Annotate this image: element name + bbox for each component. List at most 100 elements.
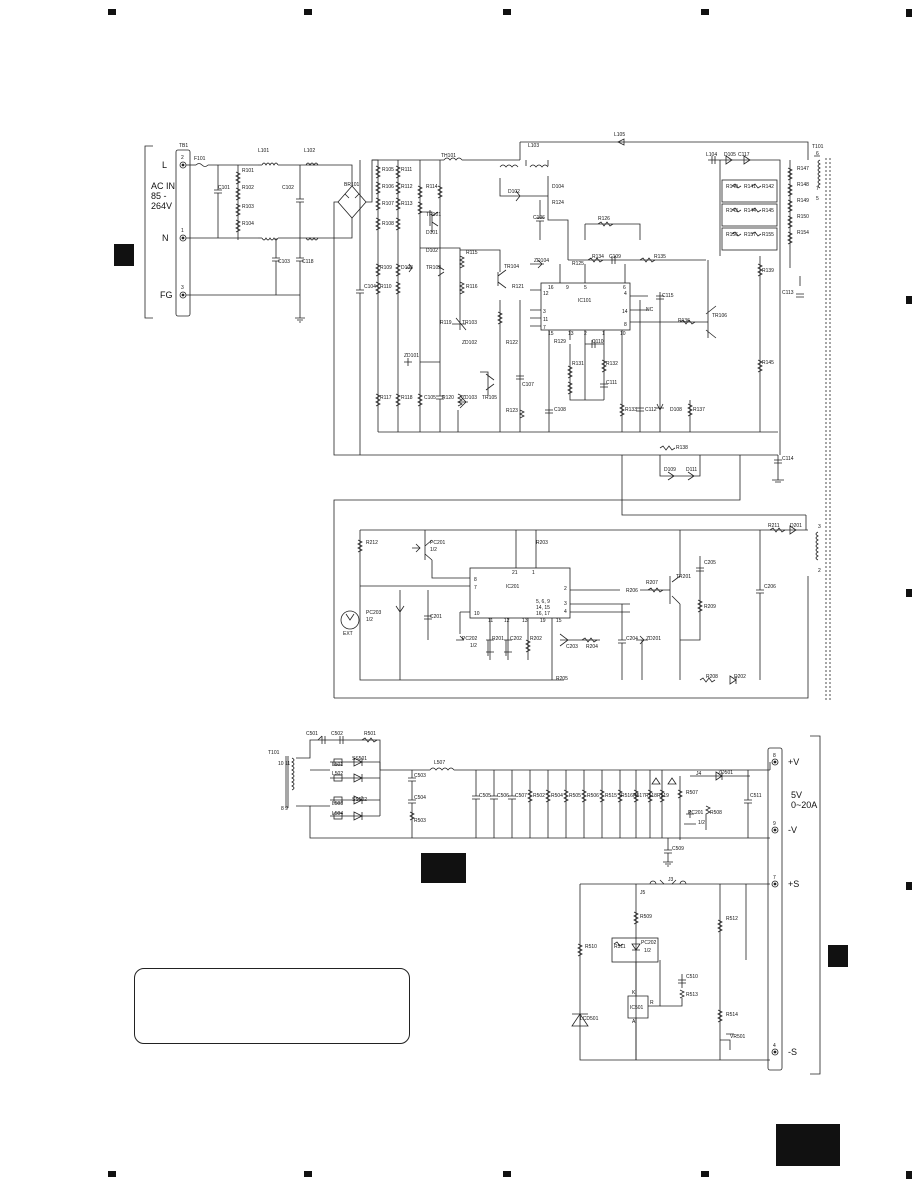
part-label: R208 (706, 674, 718, 680)
part-label: C113 (782, 290, 794, 296)
part-label: C117 (738, 152, 750, 158)
part-label: 1/2 (644, 948, 651, 954)
out-pin: 9 (773, 821, 776, 827)
part-label: R134 (592, 254, 604, 260)
part-label: R103 (242, 204, 254, 210)
transformer-label: T101 (268, 750, 280, 756)
ic101-pin: 12 (543, 291, 549, 297)
part-label: ZD201 (646, 636, 662, 642)
part-label: R203 (536, 540, 548, 546)
part-label: C118 (302, 259, 314, 265)
registration-mark (701, 1171, 709, 1177)
part-label: D108 (670, 407, 682, 413)
part-label: C505 (479, 793, 491, 799)
ic101-pin: 1 (602, 331, 605, 337)
part-label: R144 (744, 208, 756, 214)
part-label: R502 (533, 793, 545, 799)
part-label: R118 (401, 395, 413, 401)
part-label: R517 (633, 793, 645, 799)
part-label: R157 (744, 232, 756, 238)
transformer-label: T101 (812, 144, 824, 150)
ic201-pin: 2 (564, 586, 567, 592)
transformer-pin: 2 (818, 568, 821, 574)
part-label: LCD501 (580, 1016, 599, 1022)
part-label: R132 (606, 361, 618, 367)
part-label: R126 (598, 216, 610, 222)
output-label-minus-s: -S (788, 1047, 797, 1057)
part-label: R124 (552, 200, 564, 206)
part-label: SS501 (352, 756, 368, 762)
part-label: D102 (426, 248, 438, 254)
ic101-pin: 8 (624, 322, 627, 328)
part-label: TR104 (504, 264, 520, 270)
part-label: D103 (401, 265, 413, 271)
part-label: R509 (640, 914, 652, 920)
winding-label: 8 9 (281, 806, 288, 812)
registration-mark (906, 882, 912, 890)
ac-in-label: AC IN (151, 181, 176, 191)
jumper-label: J4 (696, 771, 702, 777)
part-label: 1/2 (470, 643, 477, 649)
part-label: C109 (609, 254, 621, 260)
part-label: 1/2 (698, 820, 705, 826)
part-label: R115 (466, 250, 478, 256)
part-label: R506 (587, 793, 599, 799)
ac-in-range-1: 85 - (151, 191, 167, 201)
ic201-pin: 15 (556, 618, 562, 624)
part-label: R133 (625, 407, 637, 413)
part-label: L502 (332, 771, 344, 777)
ic101-pin: 7 (543, 325, 546, 331)
ic201-pin: 21 (512, 570, 518, 576)
part-label: L507 (434, 760, 446, 766)
part-label: R511 (614, 944, 626, 950)
part-label: R121 (512, 284, 524, 290)
part-label: C115 (662, 293, 674, 299)
part-label: L105 (614, 132, 626, 138)
part-label: ZD501 (718, 770, 734, 776)
ic201-pin: 7 (474, 585, 477, 591)
part-label: C510 (686, 974, 698, 980)
ic101-pin: 11 (543, 317, 549, 323)
part-label: R201 (492, 636, 504, 642)
part-label: R110 (380, 284, 392, 290)
out-pin: 8 (773, 753, 776, 759)
part-label: R207 (646, 580, 658, 586)
part-label: R108 (382, 221, 394, 227)
part-label: SS502 (352, 797, 368, 803)
part-label: C201 (430, 614, 442, 620)
part-label: R202 (530, 636, 542, 642)
registration-mark (304, 1171, 312, 1177)
jumper-label: J3 (668, 877, 674, 883)
part-label: R205 (556, 676, 568, 682)
part-label: C104 (364, 284, 376, 290)
jumper-label: J5 (640, 890, 646, 896)
part-label: C114 (782, 456, 794, 462)
part-label: R150 (797, 214, 809, 220)
part-label: R504 (551, 793, 563, 799)
part-label: R155 (762, 232, 774, 238)
ic101-pin: 2 (584, 331, 587, 337)
part-label: C108 (554, 407, 566, 413)
ic201-pin: 13 (522, 618, 528, 624)
part-label: C206 (764, 584, 776, 590)
ic201-pin: 10 (474, 611, 480, 617)
part-label: R107 (382, 201, 394, 207)
registration-mark (906, 9, 912, 17)
part-label: R501 (364, 731, 376, 737)
part-label: PC202 (641, 940, 657, 946)
ic101-pin: 10 (620, 331, 626, 337)
part-label: R106 (382, 184, 394, 190)
part-label: R211 (768, 523, 780, 529)
part-label: D201 (790, 523, 802, 529)
part-label: C503 (414, 773, 426, 779)
ic501-pin: R (650, 1000, 654, 1006)
part-label: R206 (626, 588, 638, 594)
part-label: TR103 (462, 320, 478, 326)
part-label: R518 (645, 793, 657, 799)
index-block (421, 853, 466, 883)
part-label: L101 (258, 148, 270, 154)
ic201-pin: 1 (532, 570, 535, 576)
part-label: C504 (414, 795, 426, 801)
part-label: C111 (606, 380, 618, 386)
part-label: R507 (686, 790, 698, 796)
